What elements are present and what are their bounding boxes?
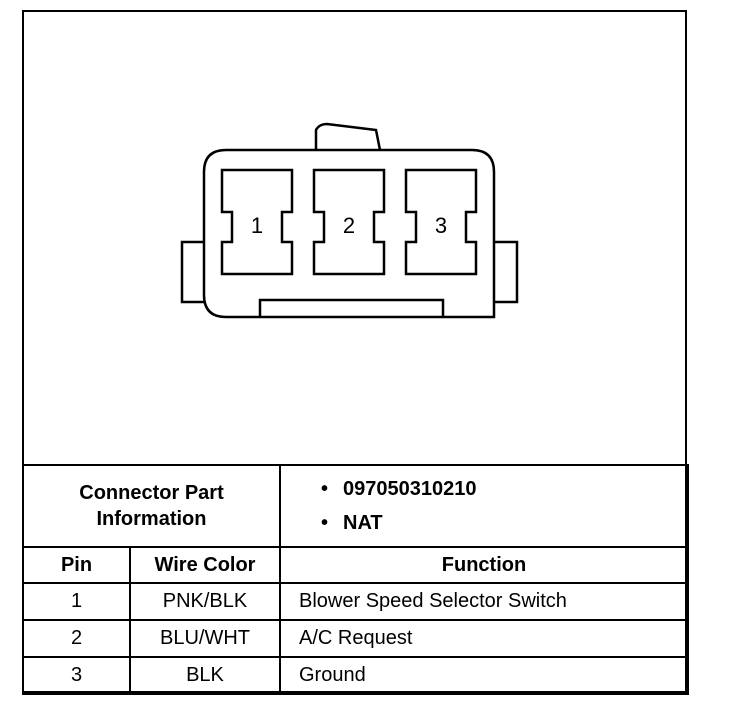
bottom-key [258, 298, 445, 317]
left-ear [180, 240, 204, 304]
connector-frame: 1 2 3 Connector Part Information • 09705… [22, 10, 689, 695]
pin-number-1: 1 [251, 213, 263, 238]
cell-wire-color: BLK [129, 656, 281, 695]
cell-pin: 2 [22, 619, 131, 658]
connector-body [202, 148, 496, 319]
column-header-row: Pin Wire Color Function [22, 546, 689, 584]
part-info-item: • NAT [321, 506, 687, 540]
part-info-label: Connector Part Information [22, 464, 281, 548]
cell-function: Ground [279, 656, 689, 695]
part-info-values: • 097050310210 • NAT [279, 464, 689, 548]
right-ear [494, 240, 519, 304]
table-row: 2 BLU/WHT A/C Request [22, 619, 689, 658]
table-row: 1 PNK/BLK Blower Speed Selector Switch [22, 582, 689, 621]
bullet-icon: • [321, 512, 329, 534]
pin-number-3: 3 [435, 213, 447, 238]
part-info-row: Connector Part Information • 09705031021… [22, 464, 689, 548]
table-row: 3 BLK Ground [22, 656, 689, 695]
cell-function: Blower Speed Selector Switch [279, 582, 689, 621]
cell-function: A/C Request [279, 619, 689, 658]
cell-pin: 3 [22, 656, 131, 695]
cell-pin: 1 [22, 582, 131, 621]
header-function: Function [279, 546, 689, 584]
header-pin: Pin [22, 546, 131, 584]
header-wire-color: Wire Color [129, 546, 281, 584]
part-info-label-line1: Connector Part [79, 482, 224, 504]
bullet-icon: • [321, 478, 329, 500]
connector-diagram: 1 2 3 [24, 12, 685, 464]
pin-number-2: 2 [343, 213, 355, 238]
latch-tab [314, 122, 382, 151]
cell-wire-color: PNK/BLK [129, 582, 281, 621]
pin-cavity-3 [404, 168, 478, 276]
part-number: 097050310210 [343, 478, 477, 500]
connector-drawing: 1 2 3 [180, 122, 519, 319]
part-info-item: • 097050310210 [321, 472, 687, 506]
cell-wire-color: BLU/WHT [129, 619, 281, 658]
connector-info-table: Connector Part Information • 09705031021… [22, 464, 689, 695]
part-info-label-line2: Information [96, 508, 207, 530]
pin-cavity-2 [312, 168, 386, 276]
pin-cavity-1 [220, 168, 294, 276]
part-color: NAT [343, 512, 383, 534]
